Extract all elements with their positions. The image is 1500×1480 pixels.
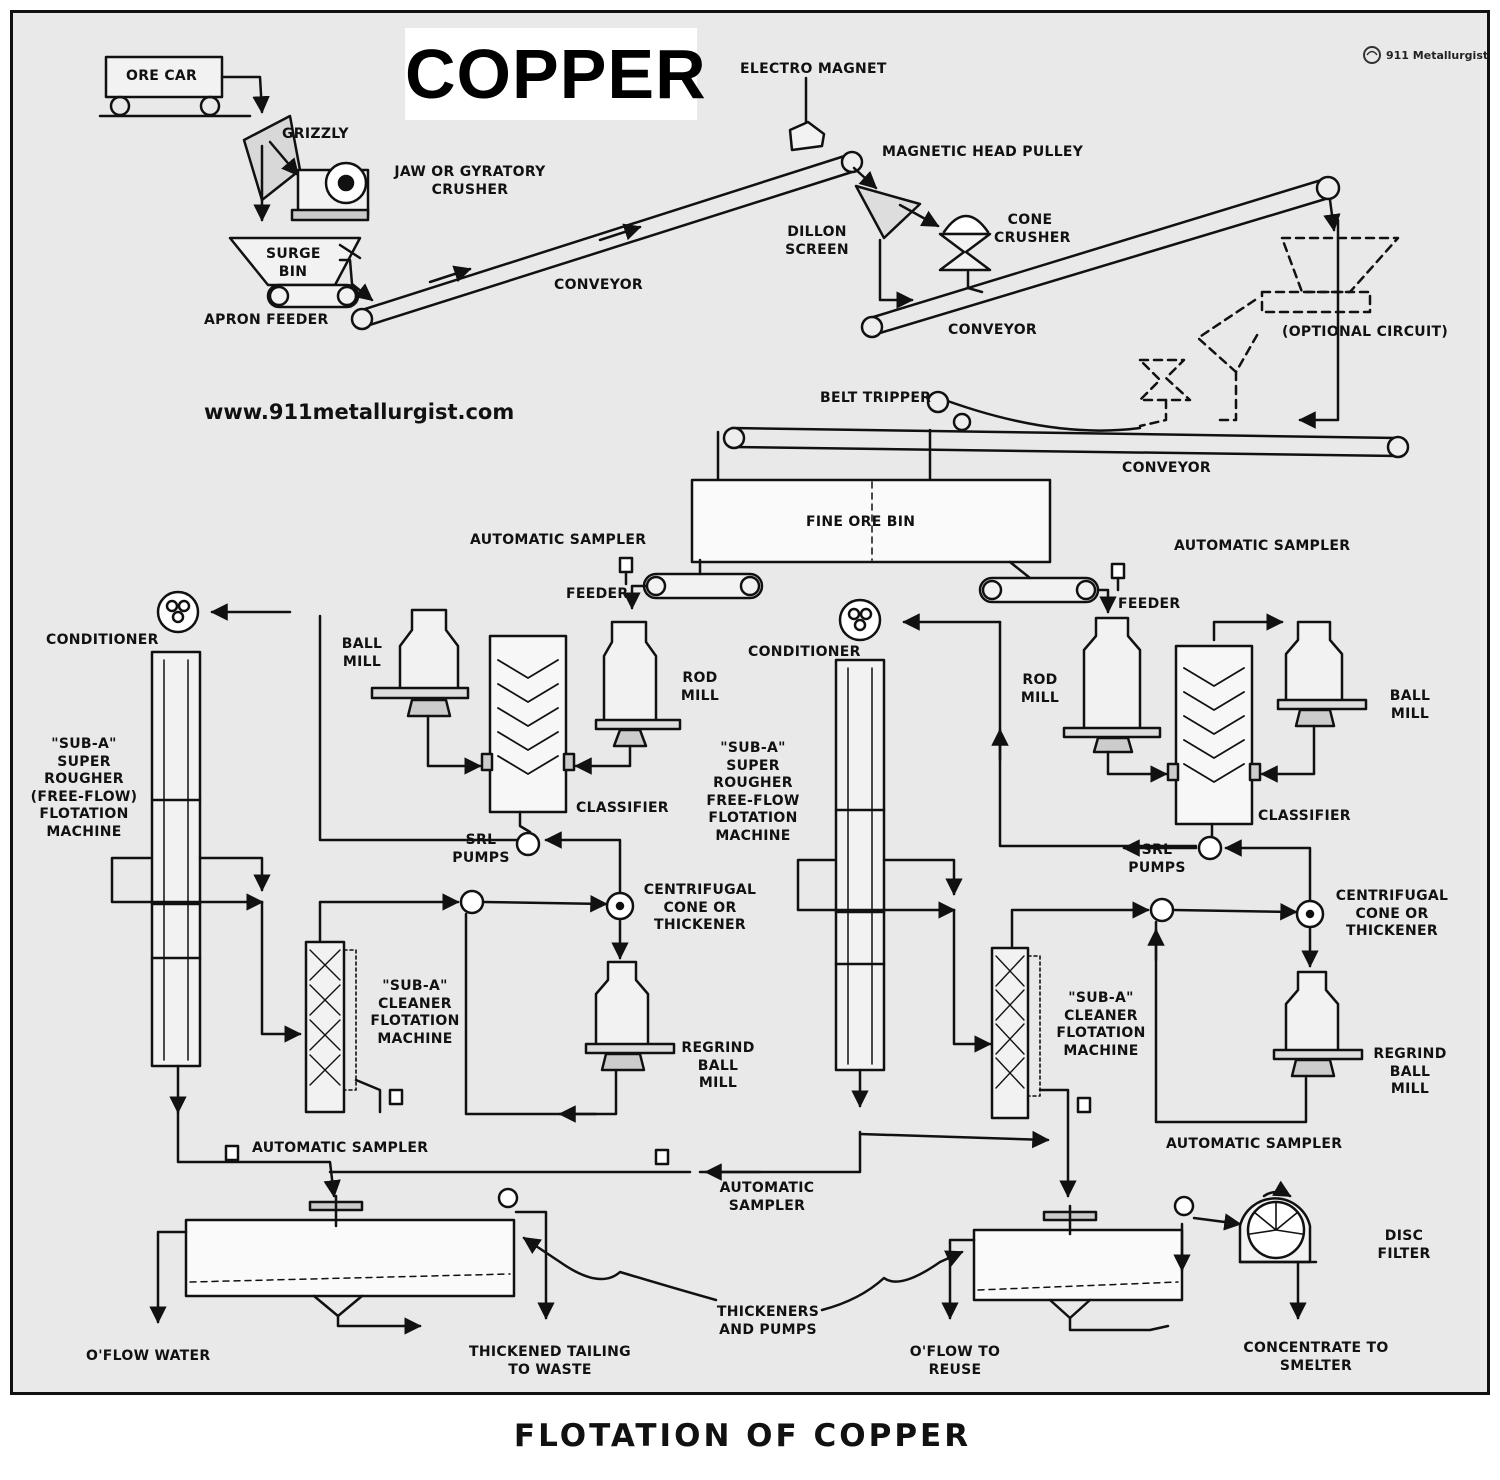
website-link[interactable]: www.911metallurgist.com bbox=[204, 400, 515, 424]
rougher-left-icon bbox=[150, 650, 202, 1068]
figure-caption: FLOTATION OF COPPER bbox=[513, 1418, 972, 1454]
feeder-left-icon bbox=[642, 558, 764, 600]
sampler-cleaner-right-icon bbox=[1076, 1096, 1092, 1114]
label-classifier-right: CLASSIFIER bbox=[1258, 808, 1351, 824]
label-rod-mill-left: ROD MILL bbox=[680, 670, 720, 704]
label-conveyor-2: CONVEYOR bbox=[948, 322, 1038, 338]
rod-mill-right-icon bbox=[1062, 616, 1162, 754]
label-disc-filter: DISC FILTER bbox=[1377, 1228, 1431, 1262]
label-thickeners-and-pumps: THICKENERS AND PUMPS bbox=[716, 1304, 820, 1338]
label-centrifugal-left: CENTRIFUGAL CONE OR THICKENER bbox=[643, 882, 757, 933]
label-conveyor-1: CONVEYOR bbox=[554, 277, 644, 293]
label-conditioner-left: CONDITIONER bbox=[46, 632, 159, 648]
conveyor-1-icon bbox=[350, 150, 864, 331]
label-automatic-sampler-top-left: AUTOMATIC SAMPLER bbox=[470, 532, 647, 548]
regrind-mill-right-icon bbox=[1272, 970, 1364, 1078]
classifier-left-icon bbox=[480, 634, 576, 814]
label-ball-mill-right: BALL MILL bbox=[1389, 688, 1431, 722]
label-dillon-screen: DILLON SCREEN bbox=[785, 224, 849, 258]
ball-mill-left-icon bbox=[370, 608, 470, 718]
page-title: COPPER bbox=[405, 28, 706, 120]
label-magnetic-head-pulley: MAGNETIC HEAD PULLEY bbox=[882, 144, 1084, 160]
label-automatic-sampler-bottom-right: AUTOMATIC SAMPLER bbox=[1166, 1136, 1343, 1152]
label-apron-feeder: APRON FEEDER bbox=[204, 312, 329, 328]
label-automatic-sampler-top-right: AUTOMATIC SAMPLER bbox=[1174, 538, 1351, 554]
logo-text: 911 Metallurgist bbox=[1386, 48, 1489, 62]
label-electro-magnet: ELECTRO MAGNET bbox=[740, 61, 887, 77]
label-thickened-tailing: THICKENED TAILING TO WASTE bbox=[469, 1344, 631, 1378]
fine-ore-bin-icon bbox=[690, 478, 1052, 564]
logo: 911 Metallurgist bbox=[1362, 44, 1488, 66]
srl-pumps-left-icon bbox=[459, 831, 541, 915]
label-concentrate-smelter: CONCENTRATE TO SMELTER bbox=[1243, 1340, 1389, 1374]
centrifugal-cone-right-icon bbox=[1295, 899, 1325, 929]
disc-filter-icon bbox=[1238, 1180, 1318, 1264]
label-surge-bin: SURGE BIN bbox=[266, 246, 321, 280]
label-belt-tripper: BELT TRIPPER bbox=[820, 390, 932, 406]
label-classifier-left: CLASSIFIER bbox=[576, 800, 669, 816]
conveyor-3-icon bbox=[722, 426, 1410, 459]
apron-feeder-icon bbox=[266, 283, 360, 309]
ball-mill-right-icon bbox=[1276, 620, 1368, 728]
centrifugal-cone-left-icon bbox=[605, 891, 635, 921]
label-fine-ore-bin: FINE ORE BIN bbox=[806, 514, 916, 530]
label-rougher-right: "SUB-A" SUPER ROUGHER FREE-FLOW FLOTATIO… bbox=[706, 740, 800, 844]
dillon-screen-icon bbox=[854, 184, 922, 240]
sampler-cleaner-left-icon bbox=[388, 1088, 404, 1106]
label-jaw-crusher: JAW OR GYRATORY CRUSHER bbox=[394, 164, 546, 198]
jaw-crusher-icon bbox=[290, 161, 370, 222]
label-automatic-sampler-middle: AUTOMATIC SAMPLER bbox=[719, 1180, 815, 1214]
label-feeder-right: FEEDER bbox=[1118, 596, 1181, 612]
feeder-right-icon bbox=[978, 560, 1100, 604]
label-cone-crusher: CONE CRUSHER bbox=[994, 212, 1071, 246]
label-conditioner-right: CONDITIONER bbox=[748, 644, 861, 660]
ore-car-icon bbox=[98, 55, 252, 118]
belt-tripper-icon bbox=[926, 390, 1142, 432]
label-oflow-water: O'FLOW WATER bbox=[86, 1348, 211, 1364]
classifier-right-icon bbox=[1166, 644, 1262, 826]
conveyor-2-icon bbox=[860, 175, 1341, 339]
label-grizzly: GRIZZLY bbox=[282, 126, 349, 142]
cone-crusher-icon bbox=[938, 214, 992, 272]
label-regrind-right: REGRIND BALL MILL bbox=[1373, 1046, 1447, 1097]
conditioner-left-icon bbox=[156, 590, 200, 634]
label-srl-pumps-left: SRL PUMPS bbox=[452, 832, 510, 866]
label-srl-pumps-right: SRL PUMPS bbox=[1128, 842, 1186, 876]
thickener-right-icon bbox=[972, 1195, 1195, 1320]
label-regrind-left: REGRIND BALL MILL bbox=[681, 1040, 755, 1091]
label-centrifugal-right: CENTRIFUGAL CONE OR THICKENER bbox=[1335, 888, 1449, 939]
label-optional-circuit: (OPTIONAL CIRCUIT) bbox=[1282, 324, 1449, 340]
sampler-middle-icon bbox=[654, 1148, 670, 1166]
sampler-bottom-left-icon bbox=[224, 1144, 240, 1162]
label-rougher-left: "SUB-A" SUPER ROUGHER (FREE-FLOW) FLOTAT… bbox=[30, 736, 138, 840]
cleaner-left-icon bbox=[304, 940, 357, 1114]
label-cleaner-right: "SUB-A" CLEANER FLOTATION MACHINE bbox=[1056, 990, 1146, 1059]
label-ore-car: ORE CAR bbox=[126, 68, 198, 84]
thickener-left-icon bbox=[184, 1187, 519, 1318]
911-metallurgist-logo-icon bbox=[1363, 46, 1381, 64]
label-automatic-sampler-bottom-left: AUTOMATIC SAMPLER bbox=[252, 1140, 429, 1156]
conditioner-right-icon bbox=[838, 598, 882, 642]
label-oflow-reuse: O'FLOW TO REUSE bbox=[909, 1344, 1001, 1378]
sampler-top-right-icon bbox=[1110, 562, 1126, 592]
label-cleaner-left: "SUB-A" CLEANER FLOTATION MACHINE bbox=[370, 978, 460, 1047]
sampler-top-left-icon bbox=[618, 556, 634, 586]
rod-mill-left-icon bbox=[594, 620, 682, 748]
cleaner-right-icon bbox=[990, 946, 1041, 1120]
label-conveyor-3: CONVEYOR bbox=[1122, 460, 1212, 476]
label-ball-mill-left: BALL MILL bbox=[341, 636, 383, 670]
label-rod-mill-right: ROD MILL bbox=[1020, 672, 1060, 706]
rougher-right-icon bbox=[834, 658, 886, 1072]
electro-magnet-icon bbox=[788, 76, 826, 152]
regrind-mill-left-icon bbox=[584, 960, 676, 1072]
optional-circuit-screen-icon bbox=[1138, 236, 1400, 428]
label-feeder-left: FEEDER bbox=[566, 586, 629, 602]
